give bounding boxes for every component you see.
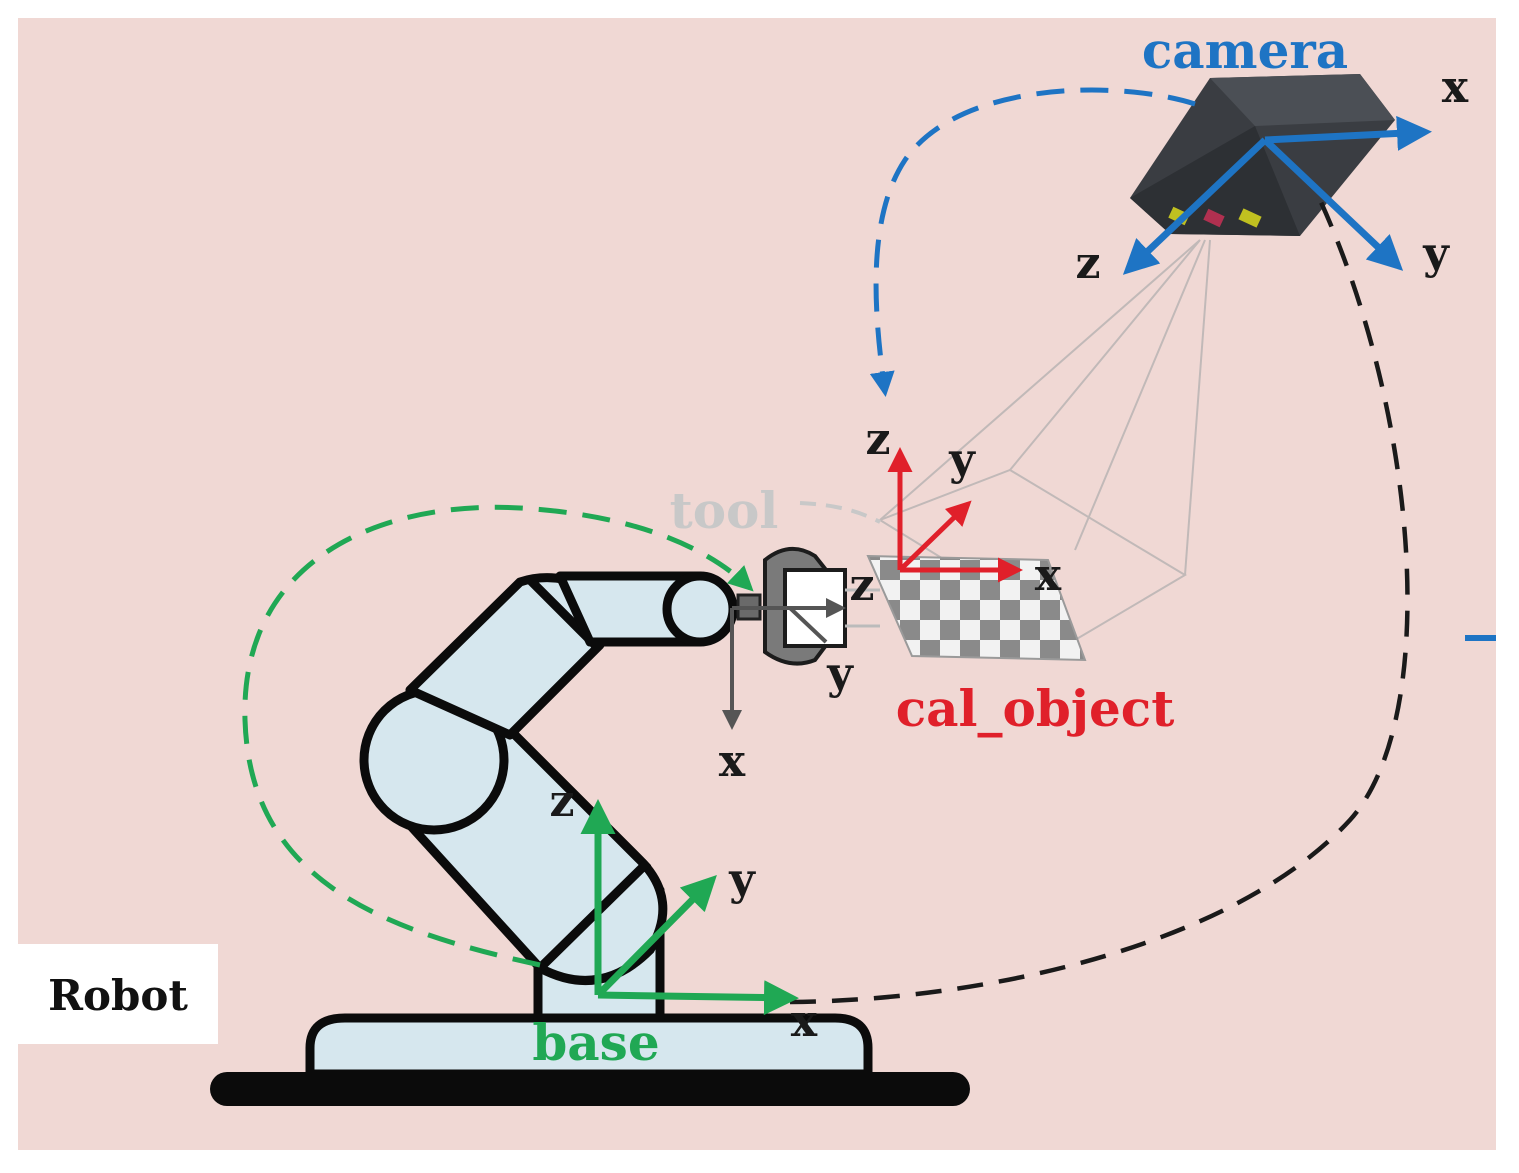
calibration-board: [866, 554, 1087, 662]
tool-y-label: y: [826, 648, 854, 699]
base-label: base: [532, 1013, 659, 1072]
calobject-y-label: y: [948, 434, 976, 485]
camera-label: camera: [1142, 21, 1348, 80]
robot-label-box: [18, 944, 218, 1044]
base-y-label: y: [728, 854, 756, 905]
calobject-z-label: z: [866, 414, 891, 465]
tool-label: tool: [670, 481, 779, 540]
calobject-x-label: x: [1035, 550, 1062, 601]
camera-z-label: z: [1076, 238, 1101, 289]
camera-frustum: [879, 239, 1211, 642]
base-z-label: z: [550, 776, 575, 827]
camera-x-label: x: [1442, 62, 1469, 113]
base-to-tool-curve: [242, 504, 754, 968]
camera-body: [1130, 74, 1395, 236]
camera-axes: [1122, 115, 1432, 275]
base-axes: [580, 799, 799, 1016]
calobject-axes: [887, 447, 1023, 583]
camera-to-calobject-curve: [869, 87, 1196, 397]
tool-axes: [722, 598, 846, 730]
tool-leader: [799, 501, 881, 524]
camera-y-label: y: [1422, 228, 1450, 279]
robot-base: [210, 1013, 970, 1106]
base-x-label: x: [791, 996, 818, 1047]
calobject-label: cal_object: [896, 679, 1175, 738]
robot-label: Robot: [48, 971, 188, 1020]
tool-x-label: x: [719, 736, 746, 787]
tool-z-label: z: [850, 560, 875, 611]
base-to-camera-curve: [789, 199, 1410, 1005]
